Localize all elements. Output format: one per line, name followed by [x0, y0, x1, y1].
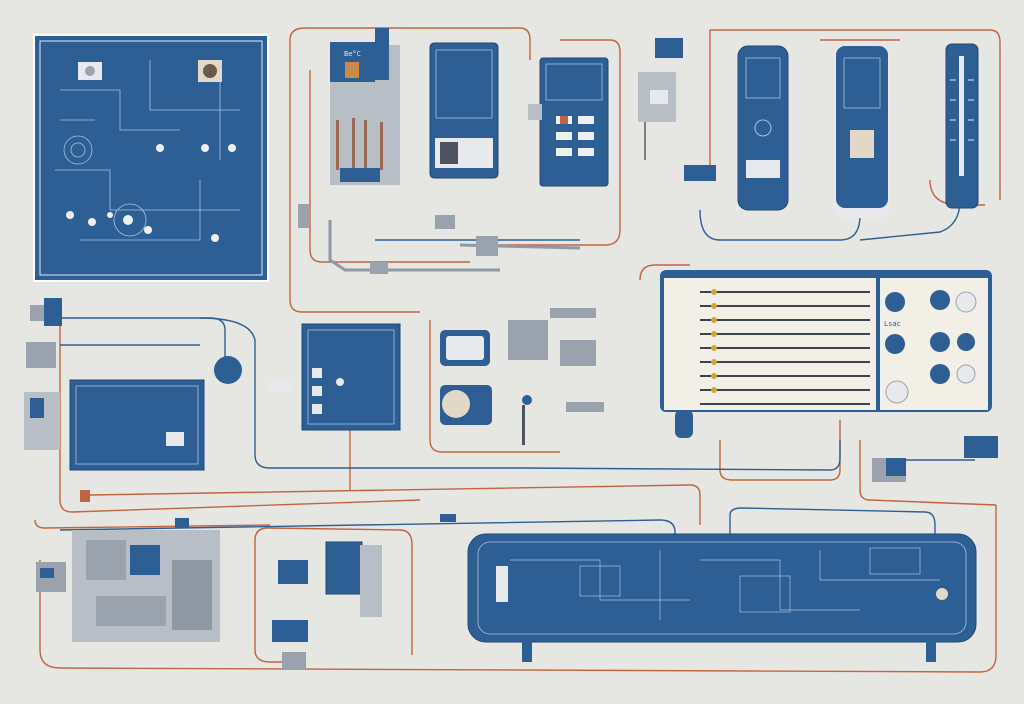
pipe-fittings — [298, 204, 498, 274]
dial-gauge — [440, 385, 492, 425]
center-control-box — [268, 323, 401, 431]
wire-orange — [859, 440, 997, 506]
wire-orange — [719, 420, 841, 481]
wire-orange — [429, 320, 560, 453]
small-switch — [872, 436, 998, 482]
handheld-meter-1 — [737, 45, 789, 211]
wire-orange — [59, 310, 421, 513]
panel-knob — [85, 66, 95, 76]
wire-blue — [199, 317, 520, 469]
wiring-layer — [34, 27, 1001, 673]
connector — [440, 514, 456, 522]
connector-block — [638, 38, 716, 181]
wire-blue — [60, 317, 226, 370]
connector — [175, 518, 189, 528]
wire-blue — [519, 440, 841, 471]
main-control-panel — [33, 34, 269, 282]
wire-blue — [59, 519, 676, 540]
handheld-meter-2 — [834, 46, 890, 218]
wire-blue — [729, 507, 936, 540]
wire-orange — [289, 40, 420, 313]
rack-label: Lsac — [884, 320, 901, 328]
wire-orange — [289, 27, 531, 60]
wire-blue — [699, 209, 861, 241]
round-sensor — [214, 356, 242, 384]
relay-module — [272, 541, 382, 670]
wire-orange — [639, 264, 690, 281]
side-connector — [24, 298, 62, 450]
screen-gauge — [440, 330, 490, 366]
monitor-panel — [69, 379, 205, 471]
meter-device-1 — [429, 42, 499, 179]
fuse — [80, 490, 90, 502]
machinery-block — [36, 530, 220, 642]
wire-orange — [89, 484, 701, 525]
switchboard-rack: Lsac — [660, 270, 992, 438]
wire-orange — [34, 519, 271, 529]
long-control-panel — [467, 533, 977, 662]
wire-orange — [254, 540, 300, 663]
wire-orange — [254, 527, 413, 655]
meter-device-2 — [528, 57, 609, 187]
valve-parts — [508, 308, 604, 445]
thermometer-device — [945, 43, 979, 209]
wire-orange — [39, 505, 997, 673]
wire-orange — [710, 29, 1001, 200]
wire-orange — [309, 70, 470, 263]
panel-top-label: Be°C — [344, 50, 361, 58]
terminal-module: Be°C — [330, 28, 400, 185]
wire-orange — [480, 39, 621, 246]
